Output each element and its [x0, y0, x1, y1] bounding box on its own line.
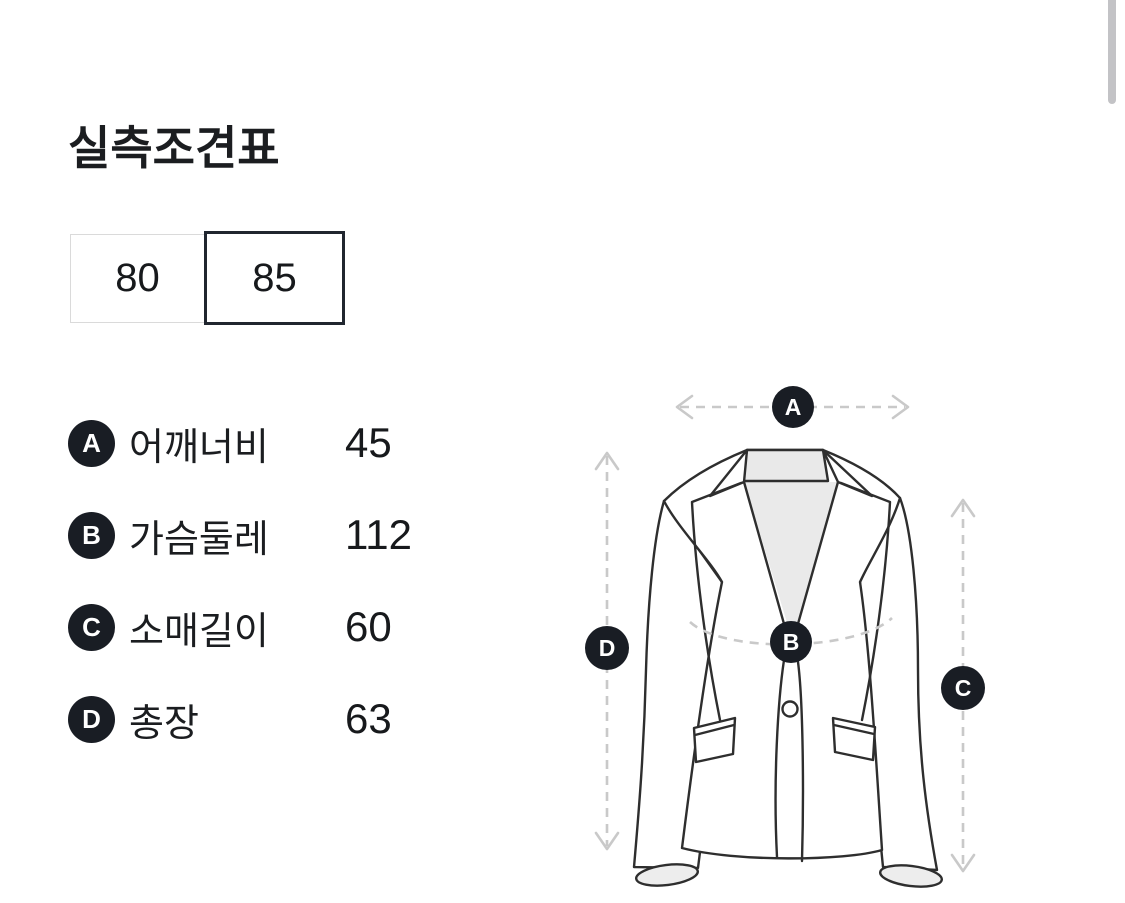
jacket-lapel-left	[690, 481, 743, 722]
jacket-roll-line-left	[742, 480, 790, 640]
shoulder-arrow-head-left	[675, 394, 694, 420]
measurement-row-sleeve: C 소매길이 60	[68, 597, 488, 657]
diagram-badge-c: C	[941, 666, 985, 710]
jacket-front-edge-right	[796, 660, 805, 863]
chest-measure-line	[689, 617, 893, 646]
measure-label-chest: 가슴둘레	[129, 518, 269, 561]
jacket-left-cuff	[635, 863, 699, 887]
jacket-inner-v	[744, 482, 838, 642]
diagram-badge-b: B	[770, 621, 812, 663]
size-tab-80[interactable]: 80	[70, 234, 205, 323]
measure-key-badge-d: D	[68, 695, 115, 743]
jacket-front-edge-left	[774, 658, 786, 859]
measure-key-badge-a: A	[68, 419, 115, 467]
jacket-diagram: A B D C	[585, 386, 985, 888]
svg-text:B: B	[783, 629, 800, 655]
measure-label-shoulder: 어깨너비	[129, 426, 269, 469]
measure-label-length: 총장	[129, 702, 199, 745]
page-title: 실측조견표	[68, 122, 280, 174]
measure-key-badge-c: C	[68, 603, 115, 651]
svg-text:D: D	[599, 635, 616, 661]
diagram-badge-d: D	[585, 626, 629, 670]
jacket-right-cuff	[879, 864, 943, 888]
measure-key-badge-b: B	[68, 511, 115, 559]
jacket-roll-line-right	[792, 480, 840, 640]
jacket-button	[781, 700, 799, 718]
size-tab-80-label: 80	[115, 256, 160, 300]
svg-text:A: A	[785, 394, 802, 420]
length-arrow-head-bottom	[594, 831, 620, 851]
jacket-pocket-left	[692, 716, 737, 764]
measure-value-shoulder: 45	[345, 419, 392, 466]
length-arrow-head-top	[594, 451, 620, 471]
measure-value-length: 63	[345, 695, 392, 742]
jacket-pocket-right	[831, 716, 877, 762]
jacket-back-collar	[740, 448, 830, 483]
measure-value-chest: 112	[345, 511, 412, 558]
measure-value-sleeve: 60	[345, 603, 392, 650]
measure-label-sleeve: 소매길이	[129, 610, 269, 653]
jacket-pocket-right-seam	[832, 723, 876, 736]
scrollbar-thumb[interactable]	[1108, 0, 1116, 104]
shoulder-arrow-head-right	[891, 394, 910, 420]
diagram-badge-a: A	[772, 386, 814, 428]
measurement-row-shoulder: A 어깨너비 45	[68, 413, 488, 473]
sleeve-arrow-head-top	[950, 498, 976, 518]
sleeve-arrow-head-bottom	[950, 853, 976, 873]
jacket-pocket-left-seam	[693, 723, 736, 737]
jacket-lapel-right	[839, 481, 892, 722]
size-tab-85[interactable]: 85	[204, 231, 345, 325]
size-tab-85-label: 85	[252, 255, 297, 300]
svg-text:C: C	[955, 675, 972, 701]
measurement-row-length: D 총장 63	[68, 689, 488, 749]
measurement-row-chest: B 가슴둘레 112	[68, 505, 488, 565]
